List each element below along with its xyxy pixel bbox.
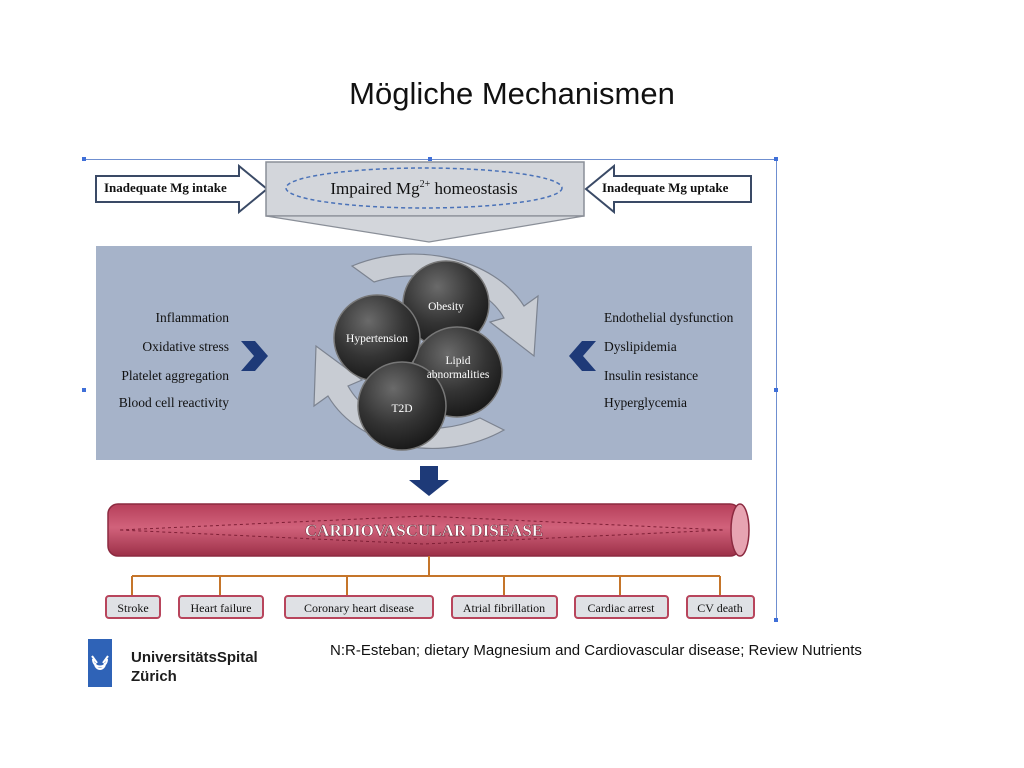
left-factor-platelet-aggregation: Platelet aggregation — [121, 368, 229, 383]
circle-label-lipid-line1: Lipid — [446, 355, 471, 367]
homeostasis-label: Impaired Mg2+ homeostasis — [330, 179, 517, 198]
resize-handle-top-right[interactable] — [774, 157, 778, 161]
outcome-box-cardiac-arrest — [574, 595, 669, 619]
left-factor-inflammation: Inflammation — [156, 310, 230, 325]
outcome-box-atrial — [451, 595, 558, 619]
homeostasis-label-prefix: Impaired Mg — [330, 179, 420, 198]
intake-arrow-label: Inadequate Mg intake — [104, 180, 227, 195]
homeostasis-label-suffix: homeostasis — [430, 179, 517, 198]
outcome-stroke: Stroke — [117, 601, 148, 615]
right-factor-endothelial-dysfunction: Endothelial dysfunction — [604, 310, 734, 325]
circle-label-t2d: T2D — [391, 403, 412, 415]
outcome-cardiac-arrest: Cardiac arrest — [588, 601, 656, 615]
cvd-tube-end — [730, 503, 750, 557]
risk-factor-circles — [333, 260, 503, 451]
circle-label-lipid-line2: abnormalities — [427, 369, 490, 381]
intake-arrow — [95, 163, 269, 215]
left-factor-blood-cell-reactivity: Blood cell reactivity — [119, 395, 229, 410]
cvd-label: CARDIOVASCULAR DISEASE — [305, 521, 543, 540]
outcome-heart-failure: Heart failure — [191, 601, 252, 615]
homeostasis-ellipse — [285, 167, 563, 209]
logo-mark-icon — [88, 639, 112, 687]
outcome-box-heart-failure — [178, 595, 264, 619]
outcome-cv-death: CV death — [697, 601, 742, 615]
citation: N:R-Esteban; dietary Magnesium and Cardi… — [330, 642, 862, 659]
mechanism-diagram: Inadequate Mg intake Impaired Mg2+ homeo… — [95, 161, 755, 619]
down-funnel-arrow — [265, 215, 585, 243]
left-chevron-icon — [241, 341, 268, 371]
homeostasis-box — [265, 161, 585, 217]
uptake-arrow-label: Inadequate Mg uptake — [602, 180, 729, 195]
resize-handle-right-middle[interactable] — [774, 388, 778, 392]
homeostasis-label-superscript: 2+ — [420, 179, 431, 190]
resize-handle-top-center[interactable] — [428, 157, 432, 161]
outcome-box-stroke — [105, 595, 161, 619]
circle-t2d — [357, 361, 447, 451]
down-arrow-icon — [409, 466, 449, 496]
circle-label-obesity: Obesity — [428, 301, 464, 313]
logo-text: UniversitätsSpital Zürich — [131, 648, 258, 686]
right-factor-insulin-resistance: Insulin resistance — [604, 368, 698, 383]
resize-handle-left-middle[interactable] — [82, 388, 86, 392]
outcome-box-cv-death — [686, 595, 755, 619]
outcome-coronary-heart-disease: Coronary heart disease — [304, 601, 414, 615]
outcome-atrial-fibrillation: Atrial fibrillation — [463, 601, 545, 615]
slide-title: Mögliche Mechanismen — [349, 76, 675, 111]
hospital-logo: UniversitätsSpital Zürich — [88, 639, 278, 687]
uptake-arrow — [584, 163, 752, 215]
resize-handle-top-left[interactable] — [82, 157, 86, 161]
right-chevron-icon — [569, 341, 596, 371]
circle-label-hypertension: Hypertension — [346, 333, 408, 345]
resize-handle-bottom-right[interactable] — [774, 618, 778, 622]
logo-text-line1: UniversitätsSpital — [131, 649, 258, 666]
outcome-branches — [131, 556, 721, 596]
logo-text-line2: Zürich — [131, 668, 177, 685]
right-factor-dyslipidemia: Dyslipidemia — [604, 339, 677, 354]
left-factor-oxidative-stress: Oxidative stress — [142, 339, 229, 354]
outcome-box-coronary — [284, 595, 434, 619]
outcome-boxes — [105, 595, 755, 619]
right-factor-hyperglycemia: Hyperglycemia — [604, 395, 687, 410]
